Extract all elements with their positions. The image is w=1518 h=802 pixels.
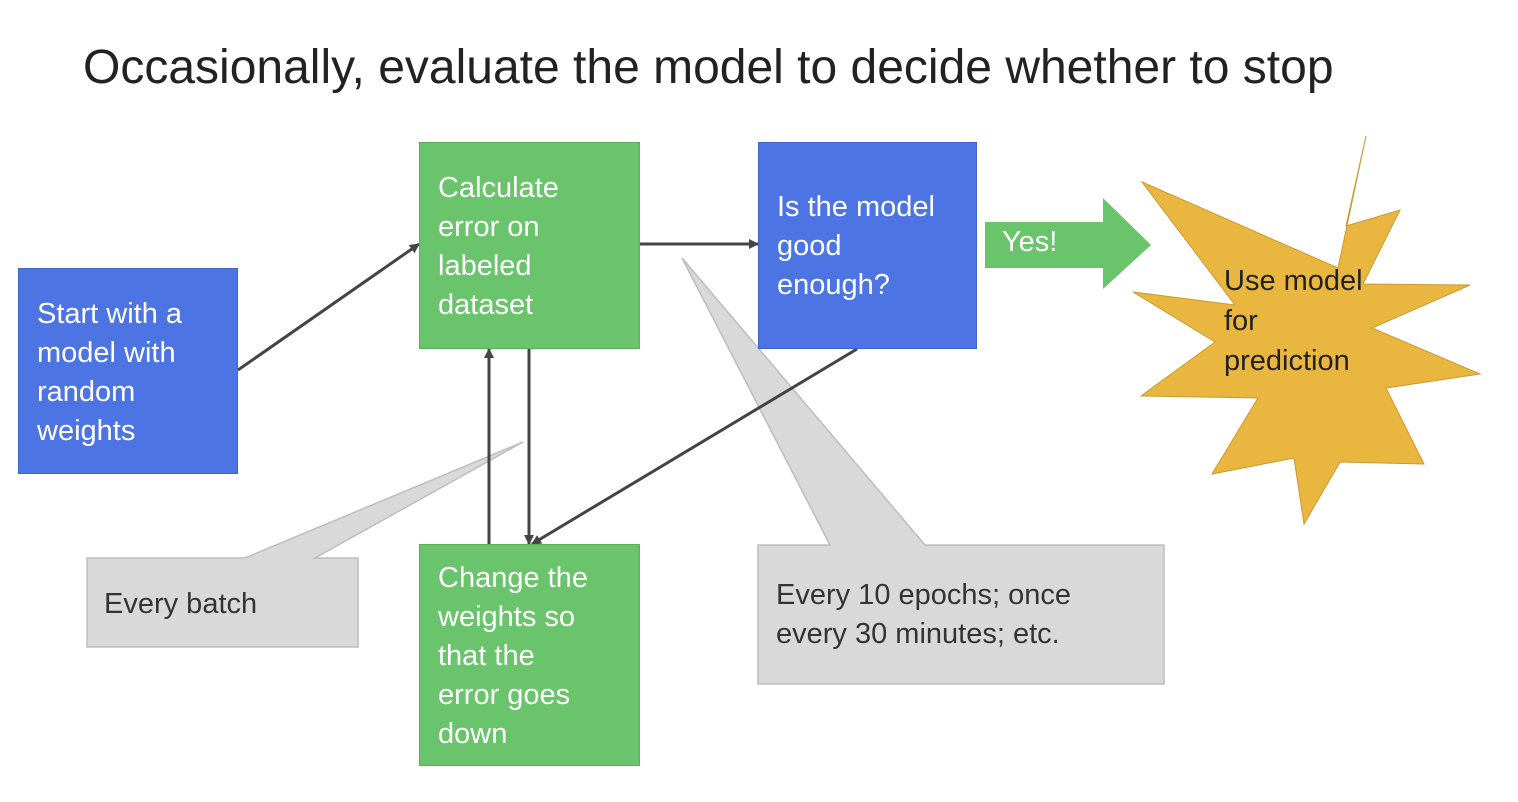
box-text-line: Start with a — [37, 298, 183, 330]
yes-label: Yes! — [1002, 226, 1058, 258]
box-text-line: good — [777, 230, 842, 262]
box-text-line: labeled — [438, 250, 532, 282]
box-text-line: Change the — [438, 562, 588, 594]
use-model-text: Use model for prediction — [1224, 261, 1363, 381]
box-text-line: error goes — [438, 679, 571, 711]
box-text-line: weights — [37, 415, 136, 447]
callout-batch-shape — [86, 441, 524, 648]
change-weights-box: Change the weights so that the error goe… — [419, 544, 640, 766]
box-text-line: error on — [438, 211, 540, 243]
arrow-good-to-change — [531, 347, 858, 546]
slide-title: Occasionally, evaluate the model to deci… — [83, 41, 1334, 94]
callout-text-line: every 30 minutes; etc. — [776, 618, 1060, 650]
box-text-line: random — [37, 376, 136, 408]
model-good-enough-box: Is the model good enough? — [758, 142, 977, 349]
yes-arrow — [985, 198, 1151, 289]
box-text-line: Is the model — [777, 191, 935, 223]
box-text-line: that the — [438, 640, 535, 672]
starburst-text-line: Use model — [1224, 265, 1363, 297]
starburst-text-line: prediction — [1224, 345, 1350, 377]
box-text-line: down — [438, 718, 508, 750]
box-text-line: model with — [37, 337, 176, 369]
starburst — [1132, 135, 1482, 526]
box-text-line: Calculate — [438, 172, 559, 204]
callout-epochs-shape — [681, 257, 1165, 685]
start-random-weights-box: Start with a model with random weights — [18, 268, 238, 474]
callout-every-batch: Every batch — [104, 588, 258, 620]
arrow-start-to-calculate — [237, 242, 420, 372]
box-text-line: enough? — [777, 269, 890, 301]
box-text-line: weights so — [438, 601, 576, 633]
calculate-error-box: Calculate error on labeled dataset — [419, 142, 640, 349]
starburst-text-line: for — [1224, 305, 1258, 337]
box-text-line: dataset — [438, 289, 534, 321]
callout-text-line: Every 10 epochs; once — [776, 579, 1072, 611]
callout-every-epochs: Every 10 epochs; once every 30 minutes; … — [776, 576, 1071, 654]
